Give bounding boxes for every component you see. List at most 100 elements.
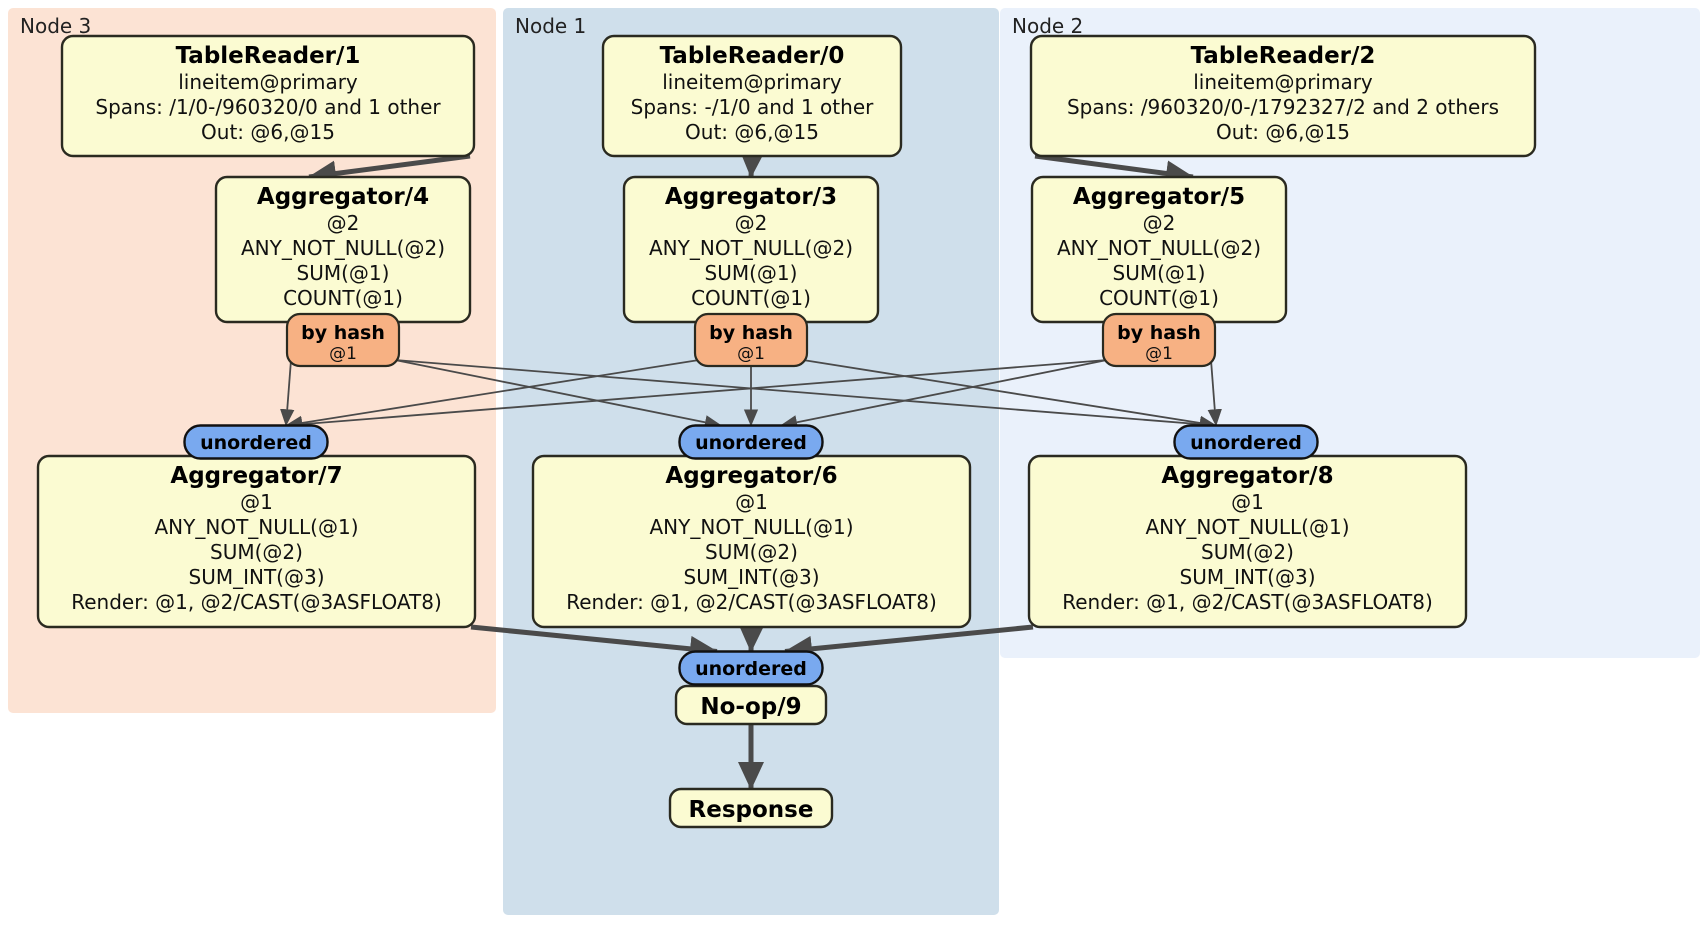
edge-hash4-to-unordered8 [394, 359, 1217, 432]
processor-detail-line: SUM_INT(@3) [1180, 565, 1316, 589]
hash-router-label: by hash [709, 322, 793, 344]
processor-aggregator7[interactable]: Aggregator/7@1ANY_NOT_NULL(@1)SUM(@2)SUM… [36, 454, 477, 629]
hash-router-pill[interactable] [1101, 312, 1217, 368]
edge-hash5-to-unordered8 [1207, 359, 1222, 427]
synchronizer-unordered9[interactable]: unordered [678, 650, 824, 686]
processor-detail-line: SUM_INT(@3) [684, 565, 820, 589]
edge-aggregator8-to-unordered9 [784, 624, 1034, 662]
edges-layer [280, 149, 1222, 790]
processor-title: Aggregator/6 [665, 463, 837, 489]
processor-detail-line: Out: @6,@15 [201, 120, 335, 144]
processor-detail-line: SUM_INT(@3) [189, 565, 325, 589]
processor-detail-line: Out: @6,@15 [685, 120, 819, 144]
processor-title: TableReader/2 [1191, 43, 1376, 69]
processor-detail-line: ANY_NOT_NULL(@1) [650, 515, 854, 539]
synchronizer-unordered6[interactable]: unordered [678, 424, 824, 460]
hash-router-hash4[interactable]: by hash@1 [285, 312, 401, 368]
processor-detail-line: Render: @1, @2/CAST(@3ASFLOAT8) [566, 590, 937, 614]
processor-aggregator4[interactable]: Aggregator/4@2ANY_NOT_NULL(@2)SUM(@1)COU… [214, 175, 472, 324]
processor-response[interactable]: Response [668, 787, 834, 829]
hash-router-column: @1 [1145, 344, 1173, 364]
processor-detail-line: ANY_NOT_NULL(@2) [241, 236, 445, 260]
edge-hash4-to-unordered7 [280, 359, 295, 427]
processor-detail-line: lineitem@primary [1193, 70, 1373, 94]
processor-title: Aggregator/5 [1073, 184, 1245, 210]
processor-detail-line: COUNT(@1) [1099, 286, 1219, 310]
processor-detail-line: ANY_NOT_NULL(@1) [1146, 515, 1350, 539]
synchronizer-unordered7[interactable]: unordered [183, 424, 329, 460]
processor-detail-line: SUM(@2) [210, 540, 303, 564]
processor-detail-line: @1 [240, 490, 273, 514]
processor-detail-line: lineitem@primary [662, 70, 842, 94]
hash-router-pill[interactable] [693, 312, 809, 368]
edge-tablereader0-to-aggregator3 [739, 149, 766, 178]
hash-router-hash3[interactable]: by hash@1 [693, 312, 809, 368]
processor-detail-line: @1 [735, 490, 768, 514]
synchronizer-pill[interactable] [1173, 424, 1319, 460]
region-label: Node 2 [1012, 14, 1083, 38]
edge-aggregator7-to-unordered9 [470, 624, 718, 662]
processor-aggregator3[interactable]: Aggregator/3@2ANY_NOT_NULL(@2)SUM(@1)COU… [622, 175, 880, 324]
processor-title: No-op/9 [700, 694, 801, 720]
processor-title: TableReader/0 [660, 43, 845, 69]
synchronizer-unordered8[interactable]: unordered [1173, 424, 1319, 460]
hash-router-pill[interactable] [285, 312, 401, 368]
processor-box[interactable] [1029, 34, 1537, 158]
processor-detail-line: COUNT(@1) [283, 286, 403, 310]
processor-detail-line: Render: @1, @2/CAST(@3ASFLOAT8) [1062, 590, 1433, 614]
region-label: Node 1 [515, 14, 586, 38]
processor-title: Aggregator/4 [257, 184, 429, 210]
processor-noop9[interactable]: No-op/9 [674, 684, 828, 726]
edge-hash4-to-unordered6 [394, 359, 722, 430]
processor-detail-line: SUM(@1) [705, 261, 798, 285]
processor-aggregator5[interactable]: Aggregator/5@2ANY_NOT_NULL(@2)SUM(@1)COU… [1030, 175, 1288, 324]
processor-detail-line: Spans: -/1/0 and 1 other [631, 95, 874, 119]
processor-detail-line: SUM(@1) [297, 261, 390, 285]
processor-title: Aggregator/8 [1161, 463, 1333, 489]
processor-title: TableReader/1 [176, 43, 361, 69]
region-label: Node 3 [20, 14, 91, 38]
processor-detail-line: @2 [735, 211, 768, 235]
processor-title: Aggregator/3 [665, 184, 837, 210]
edge-hash3-to-unordered8 [802, 359, 1217, 431]
edge-hash5-to-unordered6 [780, 359, 1108, 430]
synchronizer-label: unordered [695, 432, 807, 454]
processor-detail-line: SUM(@2) [705, 540, 798, 564]
processor-detail-line: @1 [1231, 490, 1264, 514]
edge-tablereader2-to-aggregator5 [1034, 153, 1194, 187]
processor-detail-line: Spans: /1/0-/960320/0 and 1 other [95, 95, 441, 119]
processor-detail-line: Spans: /960320/0-/1792327/2 and 2 others [1067, 95, 1499, 119]
synchronizer-pill[interactable] [183, 424, 329, 460]
processor-detail-line: SUM(@1) [1113, 261, 1206, 285]
processor-detail-line: Out: @6,@15 [1216, 120, 1350, 144]
processor-box[interactable] [60, 34, 476, 158]
edge-tablereader1-to-aggregator4 [308, 153, 471, 187]
processor-box[interactable] [668, 787, 834, 829]
processor-detail-line: SUM(@2) [1201, 540, 1294, 564]
processor-detail-line: ANY_NOT_NULL(@2) [1057, 236, 1261, 260]
processor-detail-line: Render: @1, @2/CAST(@3ASFLOAT8) [71, 590, 442, 614]
processor-title: Response [689, 797, 814, 823]
processor-detail-line: lineitem@primary [178, 70, 358, 94]
processor-box[interactable] [674, 684, 828, 726]
hash-router-label: by hash [1117, 322, 1201, 344]
synchronizer-label: unordered [695, 658, 807, 680]
processor-detail-line: @2 [327, 211, 360, 235]
processor-aggregator8[interactable]: Aggregator/8@1ANY_NOT_NULL(@1)SUM(@2)SUM… [1027, 454, 1468, 629]
hash-router-hash5[interactable]: by hash@1 [1101, 312, 1217, 368]
processor-detail-line: COUNT(@1) [691, 286, 811, 310]
processor-box[interactable] [601, 34, 903, 158]
processor-aggregator6[interactable]: Aggregator/6@1ANY_NOT_NULL(@1)SUM(@2)SUM… [531, 454, 972, 629]
synchronizer-pill[interactable] [678, 424, 824, 460]
synchronizer-label: unordered [1190, 432, 1302, 454]
synchronizer-label: unordered [200, 432, 312, 454]
synchronizer-pill[interactable] [678, 650, 824, 686]
edge-hash3-to-unordered7 [285, 359, 700, 431]
hash-router-label: by hash [301, 322, 385, 344]
